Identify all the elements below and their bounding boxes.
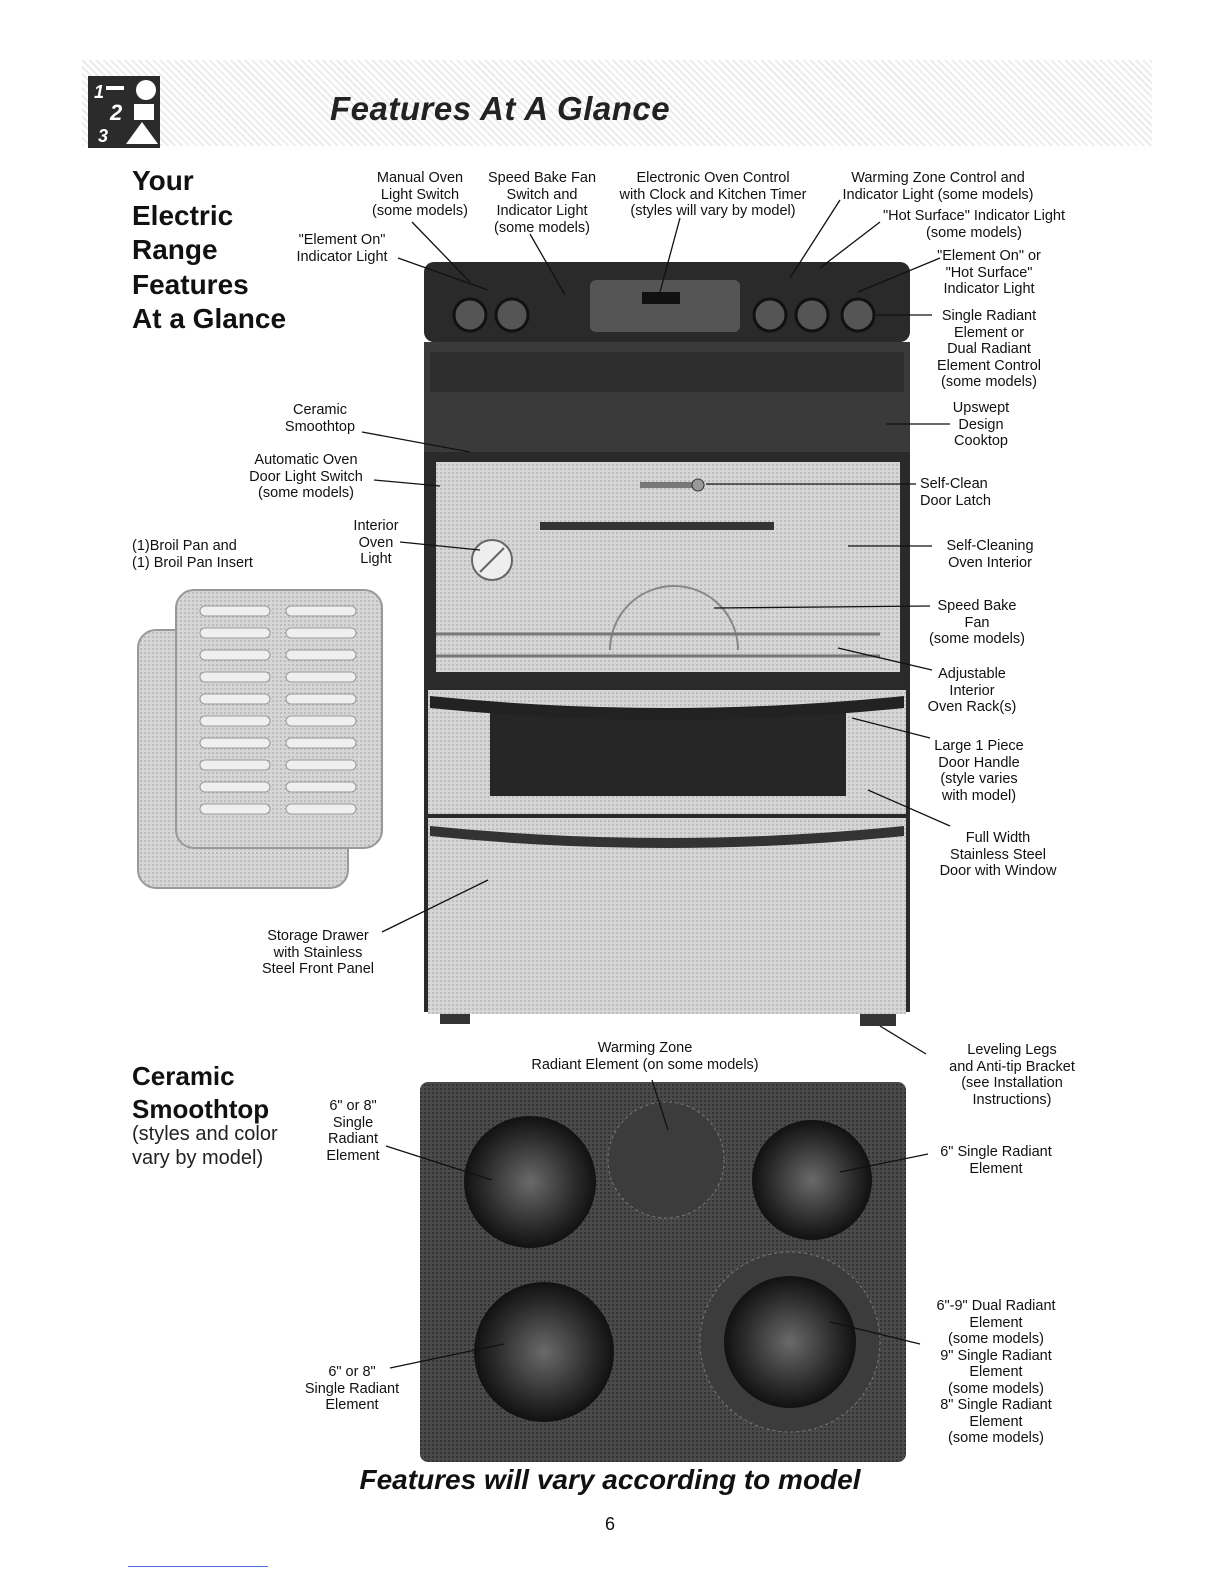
oven-interior [436,462,900,672]
knob-3 [752,297,788,333]
label-warming-zone-element: Warming Zone Radiant Element (on some mo… [531,1040,759,1073]
knob-1 [452,297,488,333]
label-ceramic-smoothtop: Ceramic Smoothtop [284,402,356,435]
label-adjustable-oven-racks: Adjustable Interior Oven Rack(s) [927,666,1017,715]
label-speed-bake-fan: Speed Bake Fan (some models) [929,598,1025,647]
leveling-leg-left [440,1014,470,1024]
label-door-light-switch: Automatic Oven Door Light Switch (some m… [249,452,363,501]
label-door-handle: Large 1 Piece Door Handle (style varies … [934,738,1024,804]
knob-5 [840,297,876,333]
door-window [490,710,846,796]
label-manual-oven-light-switch: Manual Oven Light Switch (some models) [372,170,468,219]
label-self-cleaning-oven-interior: Self-Cleaning Oven Interior [946,538,1034,571]
label-element-on-or-hot-surface: "Element On" or "Hot Surface" Indicator … [937,248,1041,297]
door-latch [640,482,704,488]
label-storage-drawer: Storage Drawer with Stainless Steel Fron… [261,928,375,977]
label-broil-pan: (1)Broil Pan and (1) Broil Pan Insert [132,538,253,571]
burner-rear-right [752,1120,872,1240]
storage-drawer [428,818,906,1014]
label-self-clean-door-latch: Self-Clean Door Latch [920,476,991,509]
label-front-right-element: 6"-9" Dual Radiant Element (some models)… [936,1298,1056,1446]
label-interior-oven-light: Interior Oven Light [353,518,399,567]
footer-note: Features will vary according to model [359,1464,861,1495]
svg-text:1: 1 [94,82,104,102]
broil-pan [137,589,383,889]
label-hot-surface-light: "Hot Surface" Indicator Light (some mode… [883,208,1065,241]
label-front-left-element: 6" or 8" Single Radiant Element [304,1364,400,1413]
label-element-on-light: "Element On" Indicator Light [296,232,388,265]
label-full-width-door-window: Full Width Stainless Steel Door with Win… [939,830,1057,879]
page-title: Features At A Glance [330,90,671,127]
label-speed-bake-fan-switch: Speed Bake Fan Switch and Indicator Ligh… [487,170,597,236]
label-rear-right-element: 6" Single Radiant Element [940,1144,1052,1177]
header-band [82,60,1152,146]
oven-control-display [590,280,740,332]
label-element-control: Single Radiant Element or Dual Radiant E… [937,308,1041,390]
burner-front-left [474,1282,614,1422]
burner-warming-zone [607,1101,725,1219]
leveling-leg-right [860,1014,896,1026]
label-leveling-legs: Leveling Legs and Anti-tip Bracket (see … [949,1042,1075,1108]
cooktop-section-subtitle: (styles and color vary by model) [132,1123,278,1169]
label-electronic-oven-control: Electronic Oven Control with Clock and K… [619,170,807,219]
label-upswept-cooktop: Upswept Design Cooktop [952,400,1010,449]
knob-4 [794,297,830,333]
label-rear-left-element: 6" or 8" Single Radiant Element [326,1098,380,1164]
svg-text:2: 2 [109,100,123,125]
cooktop-section-title: Ceramic Smoothtop [132,1061,270,1124]
burner-rear-left [464,1116,596,1248]
speed-bake-fan [609,585,739,651]
steps-1-2-3-icon: 1 2 3 [88,76,160,148]
page-number: 6 [604,1514,615,1534]
knob-2 [494,297,530,333]
clock-readout [642,292,680,304]
svg-text:3: 3 [98,126,108,146]
section-title: Your Electric Range Features At a Glance [132,165,287,334]
label-warming-zone-control: Warming Zone Control and Indicator Light… [842,170,1034,203]
footer-rule [128,1566,268,1567]
